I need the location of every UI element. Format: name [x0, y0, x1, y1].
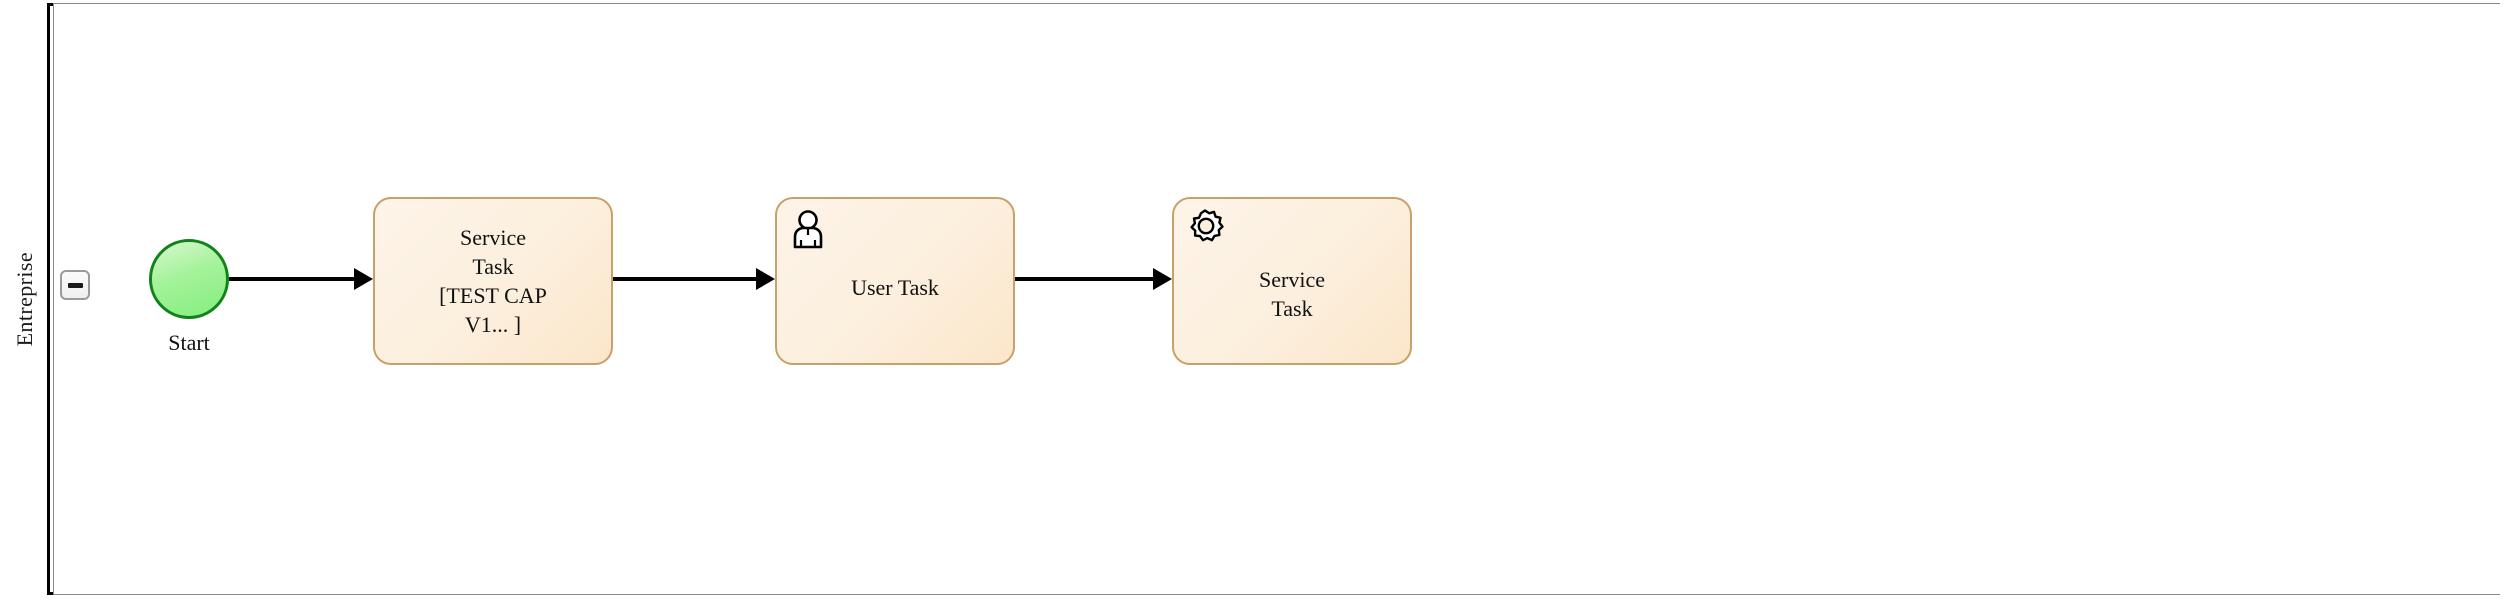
service-task-node-2[interactable]: Service Task [1172, 197, 1412, 365]
lane-header[interactable]: Entreprise [3, 3, 50, 595]
minus-icon [67, 282, 83, 288]
arrow-head-icon [756, 268, 775, 290]
user-icon [787, 207, 829, 249]
arrow-head-icon [354, 268, 373, 290]
lane-title-label: Entreprise [12, 251, 37, 347]
task-label: User Task [851, 275, 939, 301]
sequence-flow-task1-to-task2[interactable] [613, 277, 757, 281]
task-label: Service Task [1259, 266, 1325, 321]
gear-icon [1184, 207, 1226, 249]
sequence-flow-start-to-task1[interactable] [229, 277, 355, 281]
start-event-node[interactable] [149, 239, 229, 319]
task-label: Service Task [TEST CAP V1... ] [439, 224, 547, 338]
start-event-label: Start [168, 330, 210, 355]
user-task-node[interactable]: User Task [775, 197, 1015, 365]
arrow-head-icon [1153, 268, 1172, 290]
service-task-node-1[interactable]: Service Task [TEST CAP V1... ] [373, 197, 613, 365]
lane-collapse-button[interactable] [60, 270, 90, 300]
sequence-flow-task2-to-task3[interactable] [1013, 277, 1154, 281]
